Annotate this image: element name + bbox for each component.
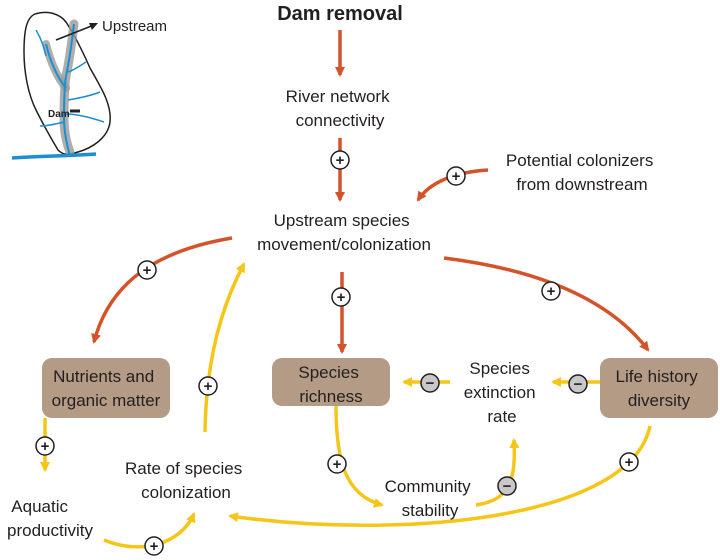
node-aquatic: Aquatic productivity xyxy=(7,497,93,540)
node-colonizers: Potential colonizers from downstream xyxy=(506,151,658,194)
positive-sign-connectivity: + xyxy=(330,150,350,170)
svg-text:+: + xyxy=(143,262,152,279)
svg-text:+: + xyxy=(333,456,342,473)
river-tributary-6 xyxy=(39,121,65,127)
positive-sign-life-history-colonization: + xyxy=(619,452,639,472)
node-connectivity: River network connectivity xyxy=(286,87,395,130)
positive-sign-colonizers: + xyxy=(446,166,466,186)
svg-text:−: − xyxy=(503,478,512,495)
positive-sign-colonization-rate-link: + xyxy=(198,376,218,396)
watershed-inset-map: Dam Upstream xyxy=(11,11,167,160)
svg-text:+: + xyxy=(625,454,634,471)
svg-text:+: + xyxy=(547,283,556,300)
river-tributary-3 xyxy=(67,61,87,73)
positive-sign-richness-link: + xyxy=(331,287,351,307)
river-tributary-5 xyxy=(65,113,105,123)
upstream-pointer-head xyxy=(89,23,98,30)
arrow-colonization-rate-to-movement xyxy=(203,262,246,433)
positive-sign-aquatic-colonization: + xyxy=(144,536,164,556)
svg-text:+: + xyxy=(150,538,159,555)
arrow-movement-to-life-history xyxy=(443,256,650,352)
node-stability: Community stability xyxy=(385,477,476,520)
node-richness: Species richness xyxy=(298,363,363,406)
svg-text:+: + xyxy=(336,152,345,169)
arrow-colonizers-to-movement xyxy=(416,168,489,202)
node-nutrients: Nutrients and organic matter xyxy=(52,367,161,410)
dam-label: Dam xyxy=(48,109,70,120)
upstream-label: Upstream xyxy=(102,18,167,35)
negative-sign-stability-extinction: − xyxy=(497,476,517,496)
negative-sign-extinction-richness: − xyxy=(420,373,440,393)
positive-sign-life-history-link: + xyxy=(541,281,561,301)
river-tributary-2 xyxy=(35,29,47,57)
node-movement: Upstream species movement/colonization xyxy=(257,211,431,254)
node-colonization-rate: Rate of species colonization xyxy=(125,459,247,502)
svg-text:+: + xyxy=(452,168,461,185)
arrow-richness-to-stability xyxy=(334,405,384,508)
links-yellow xyxy=(40,262,652,549)
positive-sign-stability-link: + xyxy=(327,454,347,474)
negative-sign-life-history-extinction: − xyxy=(568,374,588,394)
node-extinction: Species extinction rate xyxy=(464,359,541,426)
river-mainstem-bottom xyxy=(11,152,97,160)
svg-text:−: − xyxy=(426,375,435,392)
river-main xyxy=(62,23,75,157)
positive-sign-aquatic-link: + xyxy=(35,436,55,456)
box-life-history xyxy=(600,358,718,418)
svg-text:+: + xyxy=(337,289,346,306)
svg-text:+: + xyxy=(41,438,50,455)
node-life-history: Life history diversity xyxy=(616,367,703,410)
upstream-pointer xyxy=(55,24,95,41)
arrow-movement-to-nutrients xyxy=(91,236,233,344)
river-tributary-4 xyxy=(67,91,101,101)
river-tributary-1 xyxy=(45,43,67,89)
box-richness xyxy=(272,358,390,406)
box-nutrients xyxy=(42,358,170,418)
svg-text:+: + xyxy=(204,378,213,395)
svg-text:−: − xyxy=(574,376,583,393)
diagram-title: Dam removal xyxy=(277,3,403,25)
positive-sign-nutrients-link: + xyxy=(137,260,157,280)
